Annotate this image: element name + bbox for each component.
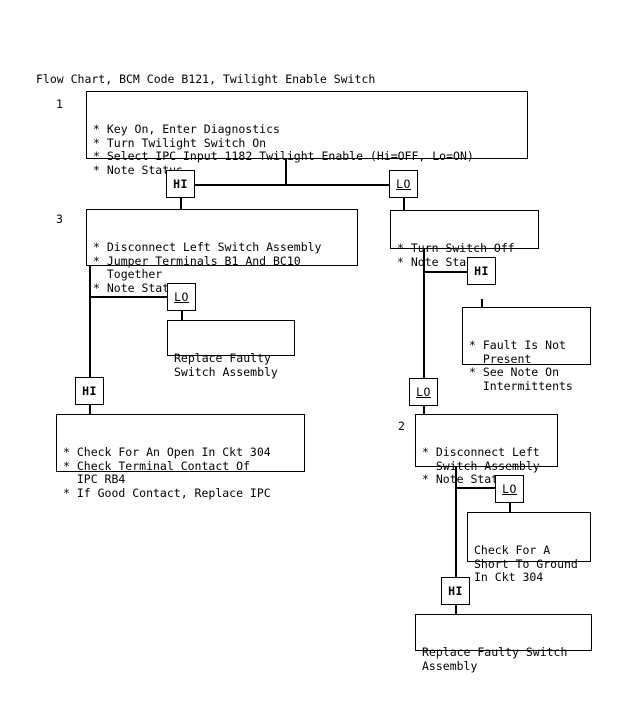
page-title: Flow Chart, BCM Code B121, Twilight Enab… [36,72,376,86]
branch-label-hi-top[interactable]: HI [166,170,195,198]
node-turn-switch-off-text: * Turn Switch Off * Note Status [397,241,515,269]
branch-label-lo-bottom[interactable]: LO [495,475,524,503]
connector-hi-lo-rail [180,184,404,186]
connector-hi-to-replacebottom [455,605,457,615]
connector-lo-to-replace [181,311,183,321]
node-step-1-text: * Key On, Enter Diagnostics * Turn Twili… [93,122,474,177]
node-fault-not-present[interactable]: * Fault Is Not Present * See Note On Int… [462,307,591,393]
node-turn-switch-off[interactable]: * Turn Switch Off * Note Status [390,210,539,269]
connector-lo-to-short [509,503,511,513]
node-check-open-ckt-304-text: * Check For An Open In Ckt 304 * Check T… [63,445,271,500]
node-check-short-to-ground-text: Check For A Short To Ground In Ckt 304 [474,543,578,585]
step-number-3: 3 [56,212,63,226]
connector-turnoff-down [423,248,425,378]
node-step-1[interactable]: * Key On, Enter Diagnostics * Turn Twili… [86,91,528,177]
connector-box3-to-lo [89,296,167,298]
node-replace-faulty-switch-bottom[interactable]: Replace Faulty Switch Assembly [415,614,592,673]
connector-box2-to-lo [455,487,496,489]
connector-hi-to-checkopen [89,405,91,415]
connector-box1-down [285,158,287,185]
branch-label-hi-right[interactable]: HI [467,257,496,285]
node-fault-not-present-text: * Fault Is Not Present * See Note On Int… [469,338,573,393]
connector-box2-down [455,467,457,577]
connector-lo-to-turnoff [403,198,405,210]
branch-label-hi-left[interactable]: HI [75,377,104,405]
branch-label-hi-bottom[interactable]: HI [441,577,470,605]
node-step-3-text: * Disconnect Left Switch Assembly * Jump… [93,240,322,295]
branch-label-lo-right[interactable]: LO [409,378,438,406]
node-replace-faulty-switch-bottom-text: Replace Faulty Switch Assembly [422,645,568,673]
connector-hi-to-box3 [180,198,182,210]
connector-hi-to-fault [481,299,483,308]
node-replace-faulty-switch-left-text: Replace Faulty Switch Assembly [174,351,278,379]
node-replace-faulty-switch-left[interactable]: Replace Faulty Switch Assembly [167,320,295,379]
connector-lo-to-box2 [423,406,425,415]
connector-turnoff-to-hi [423,271,467,273]
node-check-open-ckt-304[interactable]: * Check For An Open In Ckt 304 * Check T… [56,414,305,500]
node-check-short-to-ground[interactable]: Check For A Short To Ground In Ckt 304 [467,512,591,584]
node-step-2-text: * Disconnect Left Switch Assembly * Note… [422,445,540,487]
branch-label-lo-top[interactable]: LO [389,170,418,198]
branch-label-lo-left[interactable]: LO [167,283,196,311]
node-step-3[interactable]: * Disconnect Left Switch Assembly * Jump… [86,209,358,295]
connector-box3-down [89,265,91,377]
step-number-1: 1 [56,97,63,111]
node-step-2[interactable]: * Disconnect Left Switch Assembly * Note… [415,414,558,486]
step-number-2: 2 [398,419,405,433]
